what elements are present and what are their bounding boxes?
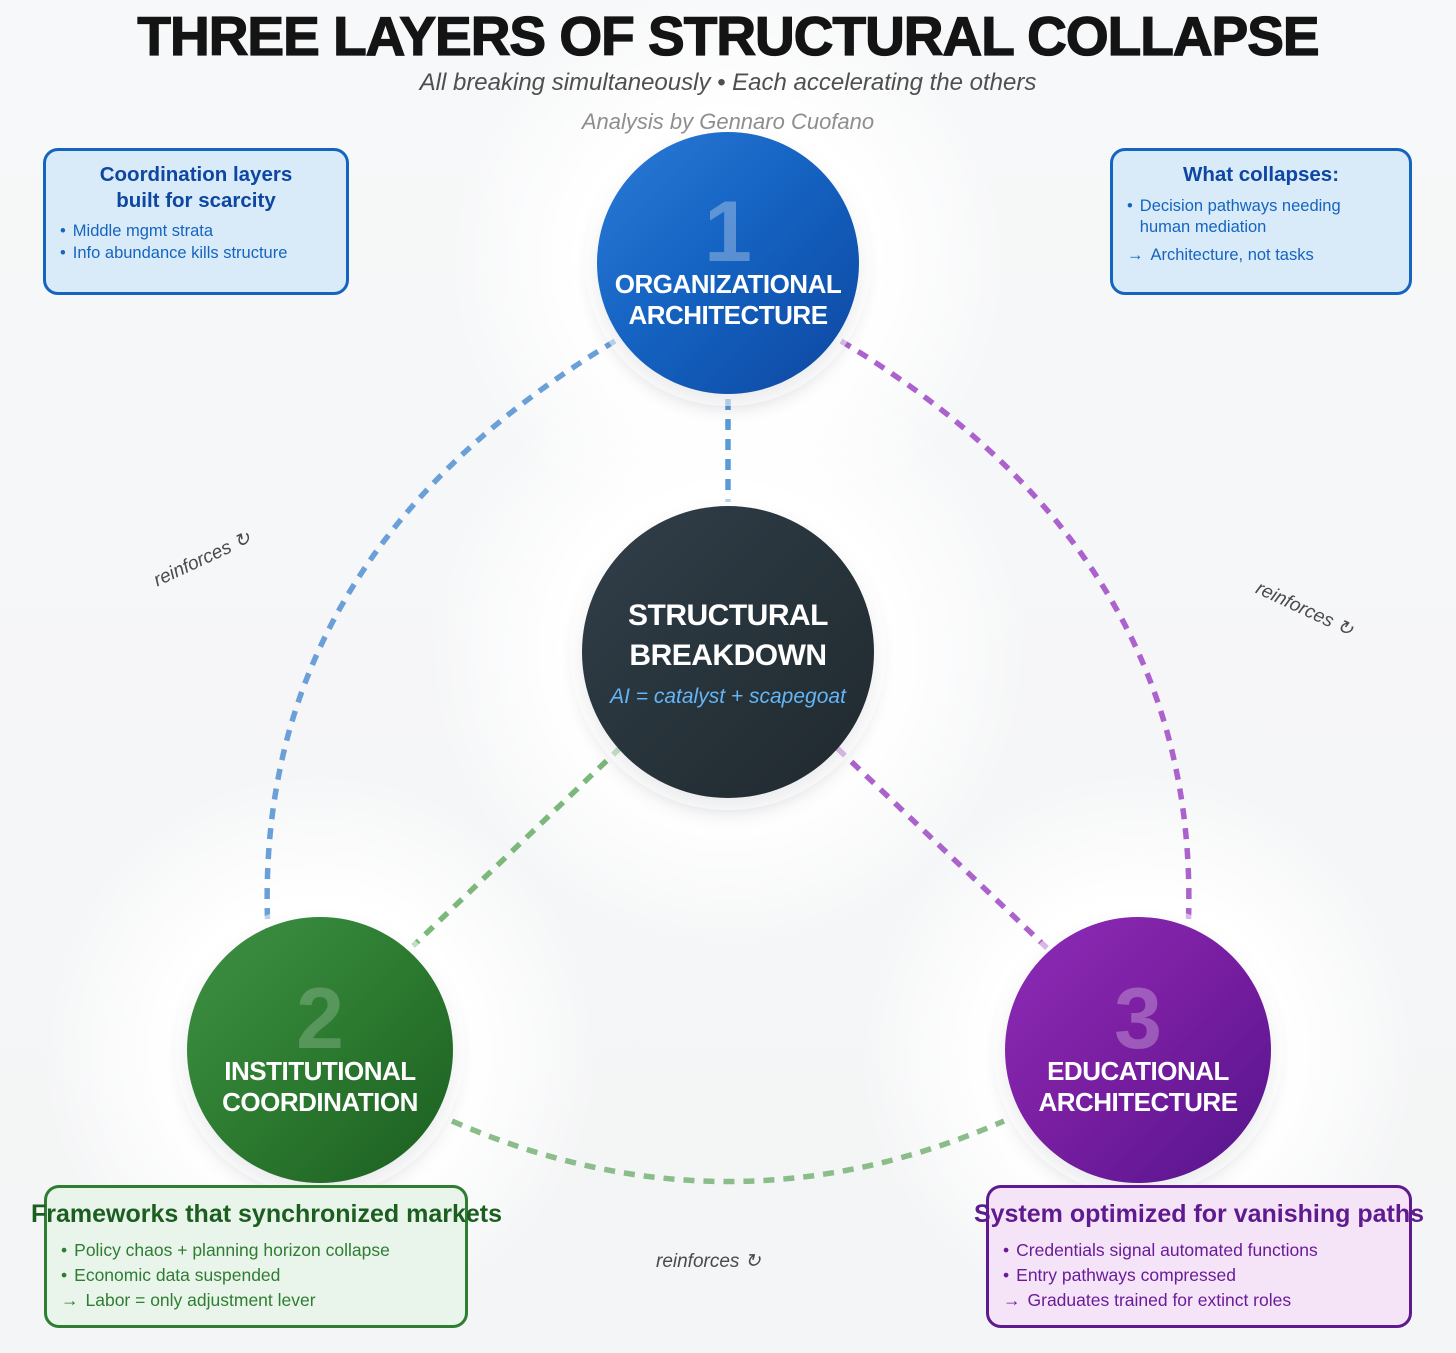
arrow-marker: →: [1127, 246, 1144, 265]
callout-frameworks-markets: Frameworks that synchronized markets • P…: [31, 1185, 502, 1328]
callout-title: Frameworks that synchronized markets: [31, 1200, 502, 1228]
callout-bullets: • Policy chaos + planning horizon collap…: [61, 1238, 451, 1313]
bullet-marker: •: [60, 222, 66, 241]
bullet-item: → Architecture, not tasks: [1127, 245, 1395, 267]
bullet-text: Credentials signal automated functions: [1016, 1240, 1318, 1261]
bullet-marker: •: [1127, 196, 1133, 215]
bullet-text: Economic data suspended: [74, 1265, 281, 1286]
bullet-item: → Labor = only adjustment lever: [61, 1288, 451, 1313]
connector-center-to-right: [835, 746, 1049, 950]
node-number: 1: [704, 183, 752, 280]
bullet-text: Middle mgmt strata: [72, 222, 214, 241]
node-number: 3: [1114, 970, 1162, 1067]
bullet-marker: •: [1003, 1240, 1010, 1261]
bullet-marker: •: [61, 1240, 68, 1261]
bullet-item: • Policy chaos + planning horizon collap…: [61, 1238, 451, 1263]
bullet-marker: •: [61, 1265, 68, 1286]
node-label: STRUCTURAL BREAKDOWN: [628, 598, 828, 673]
bullet-item: → Graduates trained for extinct roles: [1003, 1288, 1395, 1313]
callout-bullets: • Credentials signal automated functions…: [1003, 1238, 1395, 1313]
bullet-item: • Economic data suspended: [61, 1263, 451, 1288]
arrow-marker: →: [61, 1289, 79, 1310]
bullet-item: • Decision pathways needing human mediat…: [1127, 196, 1395, 240]
bullet-marker: •: [1003, 1265, 1010, 1286]
callout-title: System optimized for vanishing paths: [973, 1200, 1425, 1228]
callout-title: Coordination layers built for scarcity: [99, 163, 293, 212]
node-label: INSTITUTIONAL COORDINATION: [222, 1055, 418, 1117]
bullet-item: • Entry pathways compressed: [1003, 1263, 1395, 1288]
callout-vanishing-paths: System optimized for vanishing paths • C…: [974, 1185, 1424, 1328]
bullet-item: • Info abundance kills structure: [60, 243, 332, 265]
bullet-text: Labor = only adjustment lever: [85, 1289, 316, 1310]
node-note: AI = catalyst + scapegoat: [610, 684, 846, 708]
connector-arc-top-to-right: [839, 338, 1192, 933]
attribution: Analysis by Gennaro Cuofano: [581, 109, 875, 134]
callout-bullets: • Decision pathways needing human mediat…: [1127, 196, 1395, 267]
node-structural-breakdown: STRUCTURAL BREAKDOWN AI = catalyst + sca…: [582, 506, 874, 798]
callout-title: What collapses:: [1182, 163, 1340, 186]
bullet-text: Info abundance kills structure: [72, 244, 288, 263]
bullet-text: Graduates trained for extinct roles: [1027, 1289, 1292, 1310]
reinforces-label-bottom: reinforces ↻: [656, 1251, 761, 1272]
bullet-text: Policy chaos + planning horizon collapse: [74, 1240, 390, 1261]
arrow-marker: →: [1003, 1289, 1021, 1310]
node-label: ORGANIZATIONAL ARCHITECTURE: [614, 268, 842, 330]
page-title: THREE LAYERS OF STRUCTURAL COLLAPSE: [137, 4, 1321, 67]
bullet-item: • Credentials signal automated functions: [1003, 1238, 1395, 1263]
node-institutional-coordination: 2 INSTITUTIONAL COORDINATION: [187, 917, 453, 1183]
bullet-text: Entry pathways compressed: [1016, 1265, 1236, 1286]
page-subtitle: All breaking simultaneously • Each accel…: [419, 69, 1037, 96]
bullet-marker: •: [60, 244, 66, 263]
connector-arc-left-to-right: [450, 1118, 1006, 1185]
callout-what-collapses: What collapses: • Decision pathways need…: [1110, 148, 1412, 295]
bullet-text: Architecture, not tasks: [1150, 246, 1314, 265]
node-label: EDUCATIONAL ARCHITECTURE: [1038, 1055, 1238, 1117]
node-number: 2: [296, 970, 344, 1067]
connector-center-to-left: [411, 745, 623, 948]
callout-coordination-layers: Coordination layers built for scarcity •…: [43, 148, 349, 295]
node-educational-architecture: 3 EDUCATIONAL ARCHITECTURE: [1005, 917, 1271, 1183]
node-organizational-architecture: 1 ORGANIZATIONAL ARCHITECTURE: [597, 132, 859, 394]
connector-arc-top-to-left: [264, 338, 617, 933]
bullet-text: Decision pathways needing human mediatio…: [1139, 196, 1341, 237]
bullet-item: • Middle mgmt strata: [60, 221, 332, 243]
callout-bullets: • Middle mgmt strata • Info abundance ki…: [60, 221, 332, 265]
